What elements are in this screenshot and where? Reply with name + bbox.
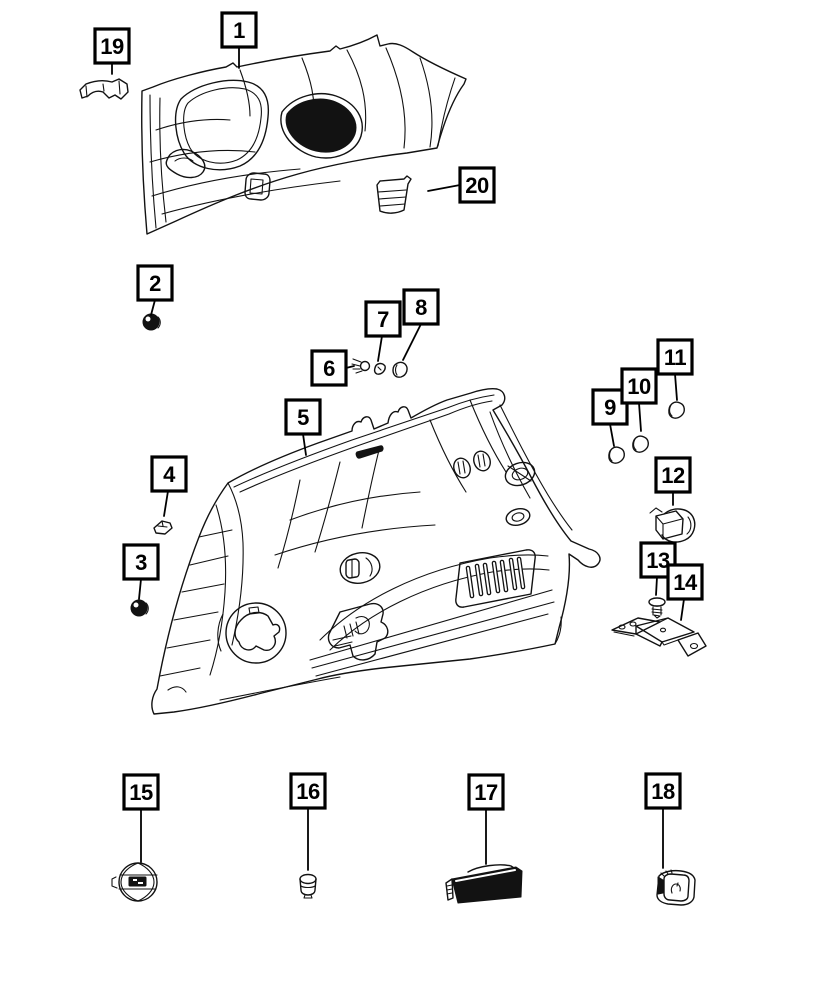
leader-line <box>609 423 615 447</box>
callout-box <box>150 455 188 493</box>
small-clip-7-art <box>373 362 386 375</box>
callout-1: 1 <box>220 11 258 69</box>
petal-clip-11-art <box>668 401 685 419</box>
callout-7: 7 <box>364 300 402 362</box>
plug-art <box>299 873 317 899</box>
mounting-bracket-art <box>611 617 707 657</box>
callout-box <box>364 300 402 338</box>
upper-quarter-trim-panel-art <box>141 34 467 235</box>
callout-number: 12 <box>661 463 685 488</box>
callout-13: 13 <box>639 541 677 596</box>
power-outlet-art <box>656 869 696 906</box>
push-pin-retainer-2-art <box>142 313 161 331</box>
callout-number: 17 <box>474 780 498 805</box>
leader-line <box>674 373 678 401</box>
callout-number: 9 <box>604 395 616 420</box>
callout-number: 5 <box>297 405 309 430</box>
callout-10: 10 <box>620 367 658 432</box>
push-pin-retainer-3-art <box>130 599 149 617</box>
leader-line <box>655 576 658 596</box>
retainer-bracket-art <box>79 78 129 100</box>
callout-box <box>93 27 131 65</box>
callout-11: 11 <box>656 338 694 401</box>
callout-box <box>467 773 505 811</box>
callout-number: 2 <box>149 271 161 296</box>
callout-box <box>402 288 440 326</box>
leader-line <box>302 433 307 456</box>
callout-number: 8 <box>415 295 427 320</box>
callout-15: 15 <box>122 773 160 863</box>
callout-20: 20 <box>427 166 496 204</box>
callout-box <box>220 11 258 49</box>
callout-number: 20 <box>465 173 489 198</box>
callout-number: 15 <box>129 780 153 805</box>
petal-clip-10-art <box>632 435 649 453</box>
leader-line <box>427 184 461 192</box>
callout-box <box>620 367 658 405</box>
petal-clip-9-art <box>608 446 625 464</box>
callout-18: 18 <box>644 772 682 869</box>
callout-box <box>122 773 160 811</box>
callout-box <box>654 456 692 494</box>
callout-19: 19 <box>93 27 131 75</box>
callout-box <box>136 264 174 302</box>
callout-number: 19 <box>100 34 124 59</box>
screw-13-art <box>648 597 666 619</box>
callout-number: 16 <box>296 779 320 804</box>
callout-number: 3 <box>135 550 147 575</box>
callout-box <box>122 543 160 581</box>
pocket-cubby-art <box>376 175 412 214</box>
leader-line <box>680 598 685 621</box>
callout-number: 10 <box>627 374 651 399</box>
round-grommet-art <box>111 862 158 902</box>
cargo-lamp-art <box>445 864 523 904</box>
lower-quarter-trim-panel-art <box>151 388 601 715</box>
leader-line <box>138 578 142 600</box>
oval-clip-8-art <box>392 361 408 378</box>
callout-16: 16 <box>289 772 327 871</box>
callout-17: 17 <box>467 773 505 865</box>
callout-box <box>310 349 348 387</box>
callout-number: 1 <box>233 18 245 43</box>
callout-box <box>656 338 694 376</box>
callout-4: 4 <box>150 455 188 517</box>
callout-5: 5 <box>284 398 322 456</box>
callout-number: 7 <box>377 307 389 332</box>
callout-box <box>458 166 496 204</box>
leader-line <box>638 402 642 432</box>
callout-number: 11 <box>664 345 687 370</box>
screw-6-art <box>351 358 371 374</box>
callout-number: 6 <box>323 356 335 381</box>
leader-line <box>150 299 156 316</box>
callout-box <box>284 398 322 436</box>
callout-box <box>289 772 327 810</box>
wedge-clip-4-art <box>153 520 173 535</box>
callout-box <box>666 563 704 601</box>
callout-3: 3 <box>122 543 160 600</box>
callout-number: 14 <box>673 570 698 595</box>
leader-line <box>402 323 422 361</box>
leader-line <box>163 490 169 517</box>
callout-12: 12 <box>654 456 692 506</box>
callout-14: 14 <box>666 563 704 621</box>
cargo-hook-art <box>649 507 696 543</box>
callout-number: 18 <box>651 779 675 804</box>
callout-box <box>644 772 682 810</box>
leader-line <box>377 335 383 362</box>
callout-2: 2 <box>136 264 174 316</box>
callout-number: 4 <box>163 462 176 487</box>
callout-6: 6 <box>310 349 355 387</box>
callout-8: 8 <box>402 288 440 361</box>
